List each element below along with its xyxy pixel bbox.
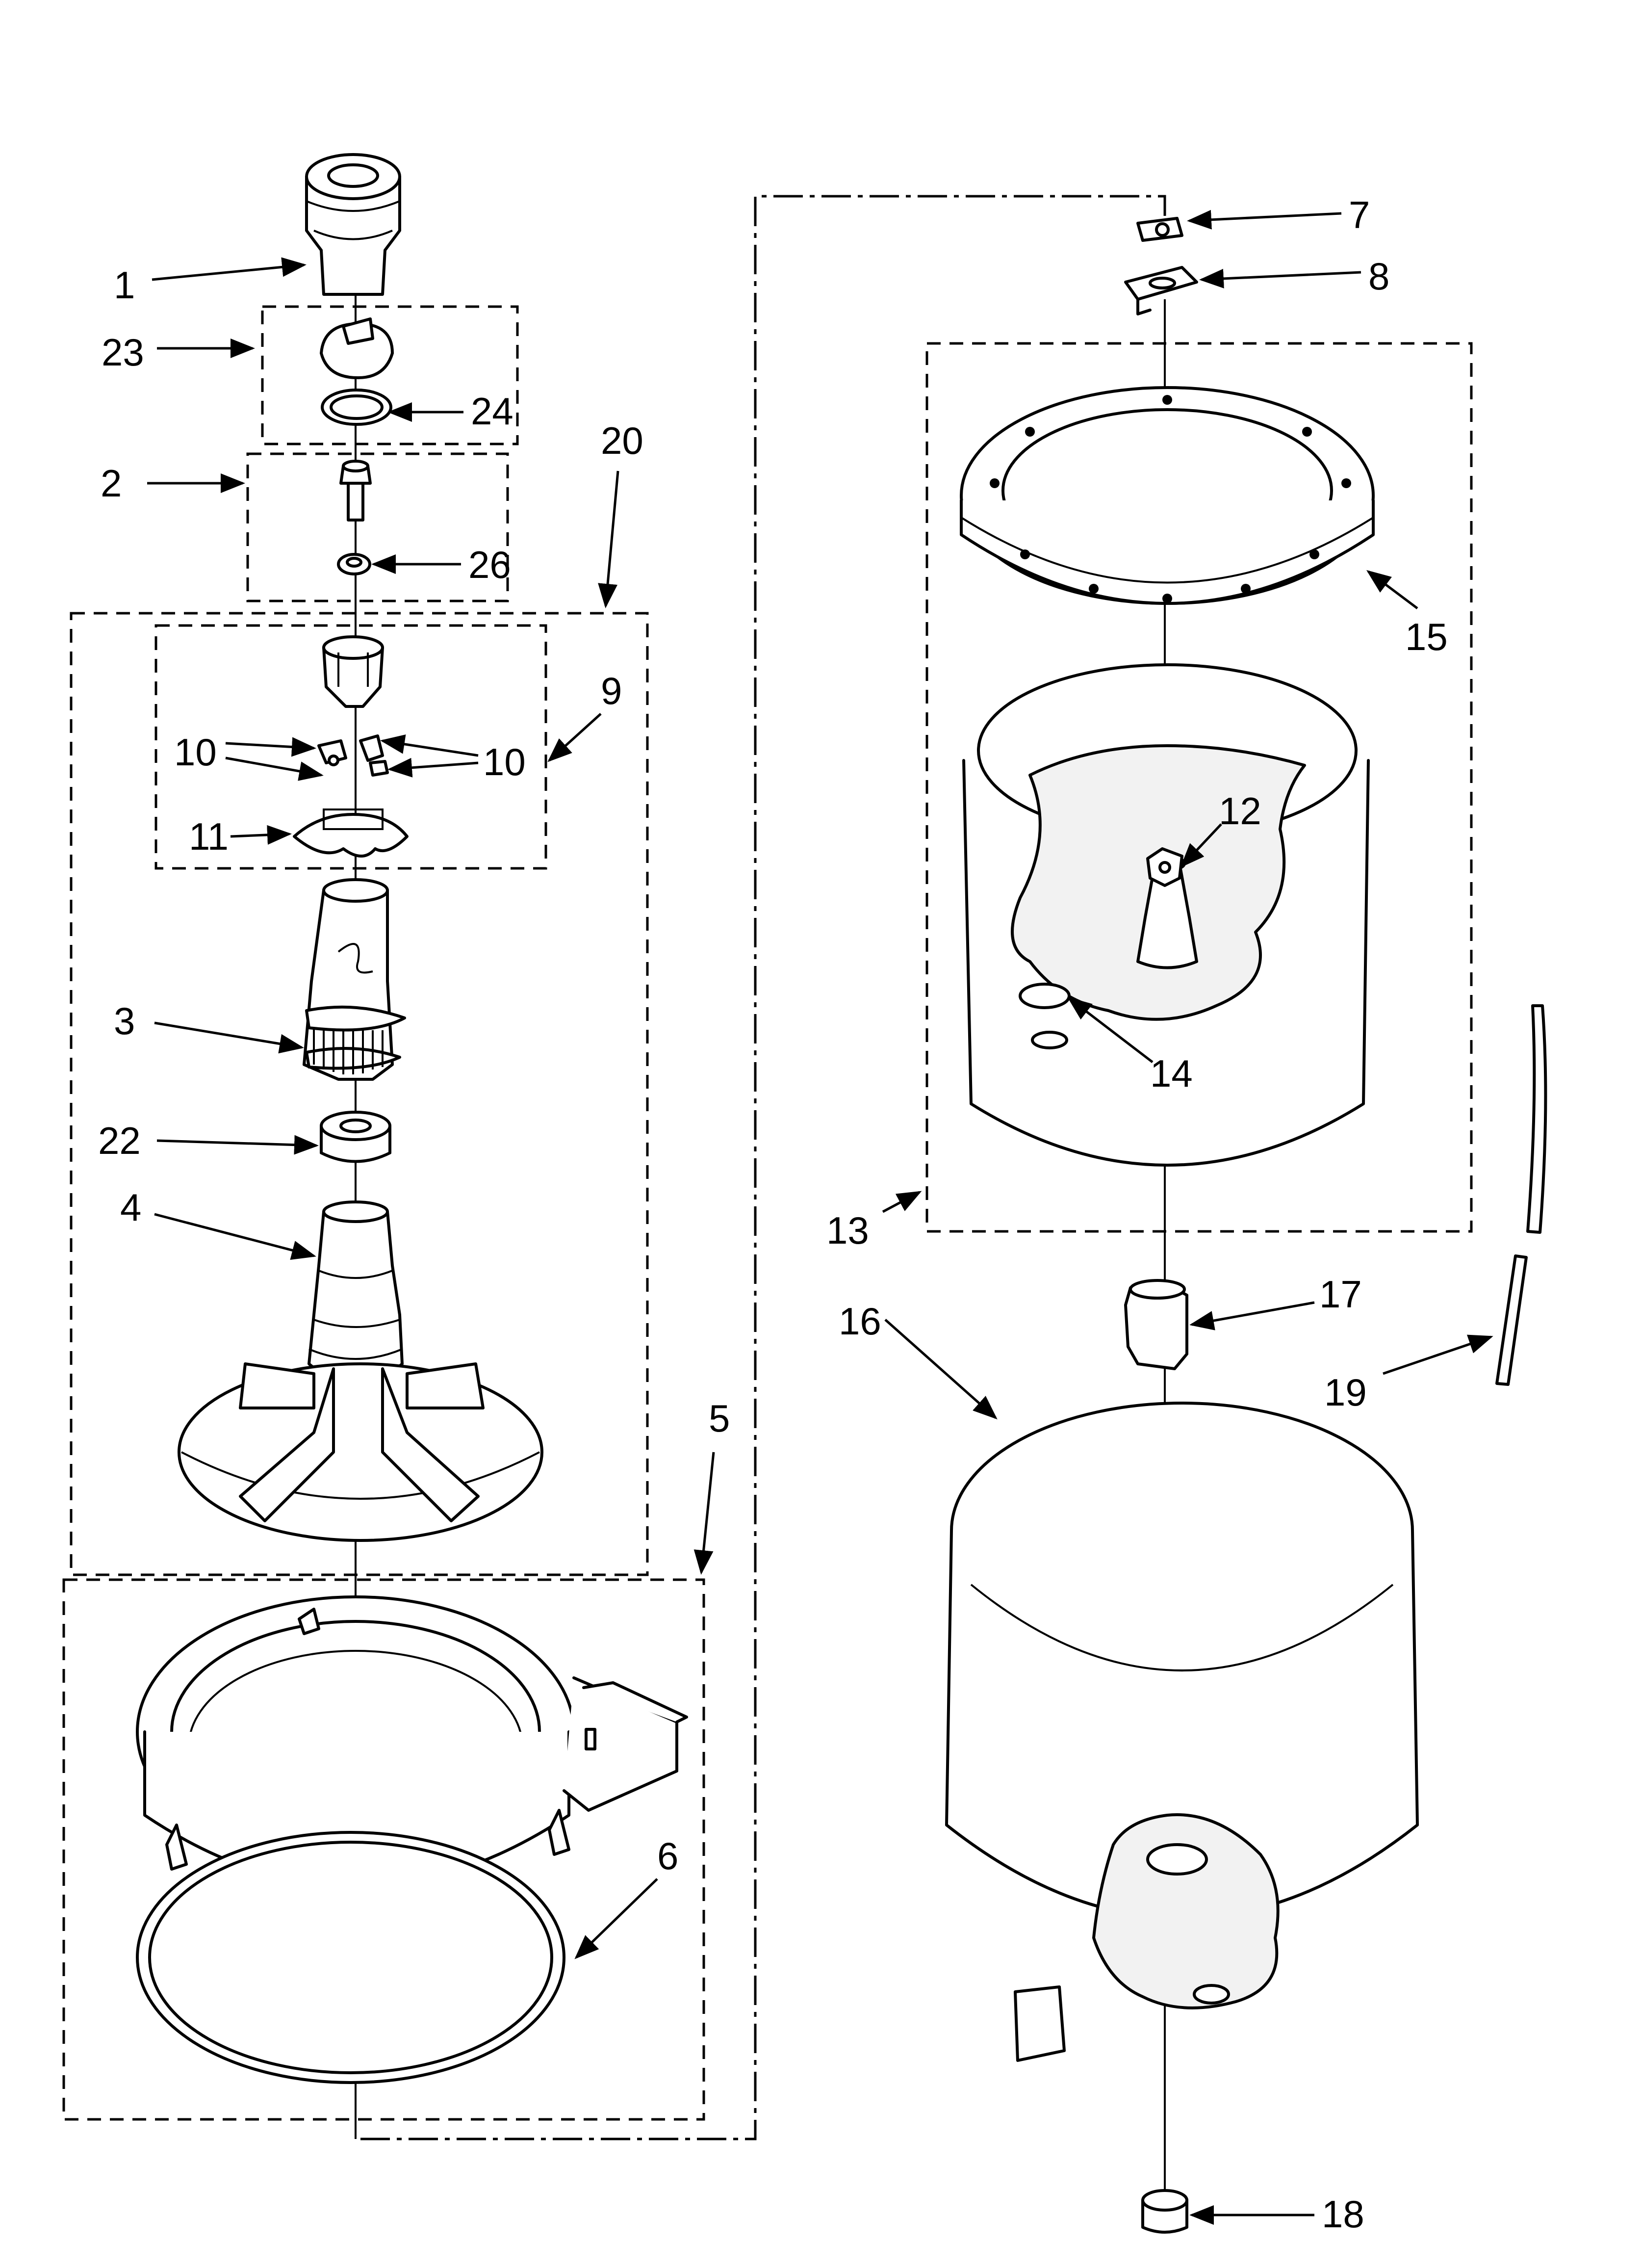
part-11-cam-drive: [293, 808, 409, 858]
part-10-dog-left: [317, 739, 347, 766]
part-2-bolt: [339, 460, 372, 521]
callout-6: 6: [657, 1834, 678, 1877]
part-10-dog-right: [359, 734, 389, 777]
leader-3: [154, 1021, 304, 1054]
callout-12: 12: [1219, 789, 1261, 833]
leader-22: [156, 1135, 319, 1155]
leader-16: [884, 1319, 998, 1420]
leader-9: [547, 713, 602, 762]
leader-6: [574, 1878, 658, 1959]
callout-15: 15: [1405, 615, 1448, 658]
part-7-clip: [1136, 217, 1183, 242]
leader-20: [598, 470, 619, 608]
part-13-basket: [962, 663, 1370, 1167]
leader-10b-1: [380, 734, 479, 757]
part-17-nut: [1124, 1279, 1188, 1370]
leader-13: [882, 1191, 922, 1213]
leader-11: [230, 825, 292, 845]
callout-17: 17: [1319, 1273, 1362, 1316]
callout-7: 7: [1349, 193, 1370, 236]
leader-17: [1189, 1301, 1315, 1330]
part-18-seal: [1141, 2189, 1188, 2234]
group-box-20: [70, 612, 649, 1576]
part-26-washer: [337, 553, 371, 575]
callout-10-right: 10: [483, 740, 526, 783]
part-19-hose: [1495, 1004, 1547, 1386]
part-16-outer-tub: [945, 1402, 1419, 2062]
part-1-dispenser-cup: [305, 153, 401, 296]
group-box-23: [261, 305, 519, 445]
leader-7: [1187, 209, 1342, 230]
phantom-connector-line: [360, 195, 1166, 2140]
callout-20: 20: [601, 419, 643, 462]
callout-13: 13: [826, 1209, 869, 1252]
callout-1: 1: [114, 263, 135, 307]
leader-19: [1383, 1334, 1493, 1375]
callout-8: 8: [1368, 255, 1389, 298]
leader-12: [1180, 823, 1222, 868]
leader-1: [152, 257, 307, 281]
callout-24: 24: [471, 390, 513, 433]
callout-14: 14: [1150, 1052, 1193, 1095]
callout-3: 3: [114, 999, 135, 1043]
leader-14: [1067, 996, 1154, 1063]
callout-19: 19: [1324, 1371, 1367, 1414]
part-24-o-ring: [321, 389, 392, 426]
callout-22: 22: [98, 1119, 141, 1162]
group-box-13: [925, 342, 1473, 1233]
part-3-agitator: [303, 878, 406, 1081]
callout-4: 4: [120, 1186, 141, 1229]
callout-10-left: 10: [174, 730, 217, 774]
part-22-cog: [320, 1111, 391, 1163]
leader-4: [154, 1213, 316, 1260]
leader-8: [1199, 268, 1361, 288]
part-15-balance-ring: [960, 386, 1375, 605]
leader-5: [693, 1452, 715, 1575]
part-6-seal-ring: [136, 1831, 565, 2084]
group-box-5: [62, 1578, 705, 2121]
part-5-tub-ring: [136, 1595, 688, 1917]
callout-5: 5: [709, 1397, 730, 1440]
leader-10a-1: [225, 737, 316, 757]
callout-2: 2: [101, 462, 122, 505]
callout-16: 16: [839, 1300, 881, 1343]
part-8-bracket: [1124, 266, 1198, 315]
part-23-cap: [320, 317, 394, 379]
callout-9: 9: [601, 669, 622, 712]
callout-18: 18: [1322, 2192, 1364, 2236]
leader-10b-2: [387, 757, 479, 778]
part-12-nut: [1146, 847, 1183, 887]
part-4-agitator-base: [178, 1200, 543, 1542]
callout-11: 11: [189, 815, 229, 858]
callout-23: 23: [102, 331, 144, 374]
leader-10a-2: [225, 756, 324, 781]
part-9-cam: [322, 635, 384, 708]
callout-26: 26: [468, 543, 511, 586]
leader-15: [1366, 570, 1418, 609]
